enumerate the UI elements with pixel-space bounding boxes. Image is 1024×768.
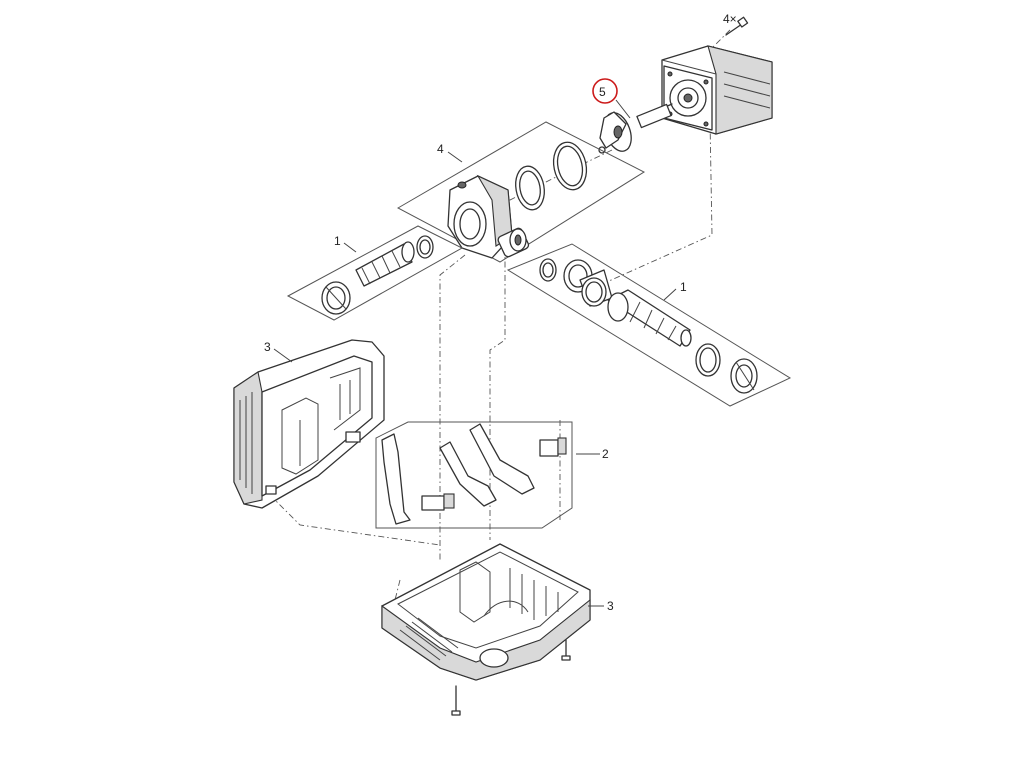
label-housing-lower: 3 <box>607 599 614 613</box>
connector-right <box>539 258 758 394</box>
motor-block <box>661 45 773 135</box>
inserts <box>381 423 567 525</box>
label-connector-right: 1 <box>680 280 687 294</box>
connector-right-frame <box>506 243 792 407</box>
screw-top <box>725 16 749 36</box>
inserts-frame <box>375 421 573 529</box>
label-housing-upper: 3 <box>264 340 271 354</box>
label-impeller: 5 <box>599 85 606 99</box>
o-ring-large <box>552 141 588 191</box>
screw-bottom-right <box>561 639 571 661</box>
housing-seal-ring <box>515 165 545 211</box>
label-inserts: 2 <box>602 447 609 461</box>
housing-lower-shell <box>381 543 591 681</box>
connector-left-frame <box>286 225 464 321</box>
screw-bottom-center <box>451 685 461 716</box>
connector-left <box>321 235 434 315</box>
part-5-highlight-circle <box>592 78 618 104</box>
label-pump-housing: 4 <box>437 142 444 156</box>
impeller <box>598 103 673 154</box>
pump-housing <box>447 174 530 259</box>
leader-lines <box>273 99 677 607</box>
label-connector-left: 1 <box>334 234 341 248</box>
housing-upper-shell <box>233 339 385 509</box>
label-screw-top: 4× <box>723 12 737 26</box>
